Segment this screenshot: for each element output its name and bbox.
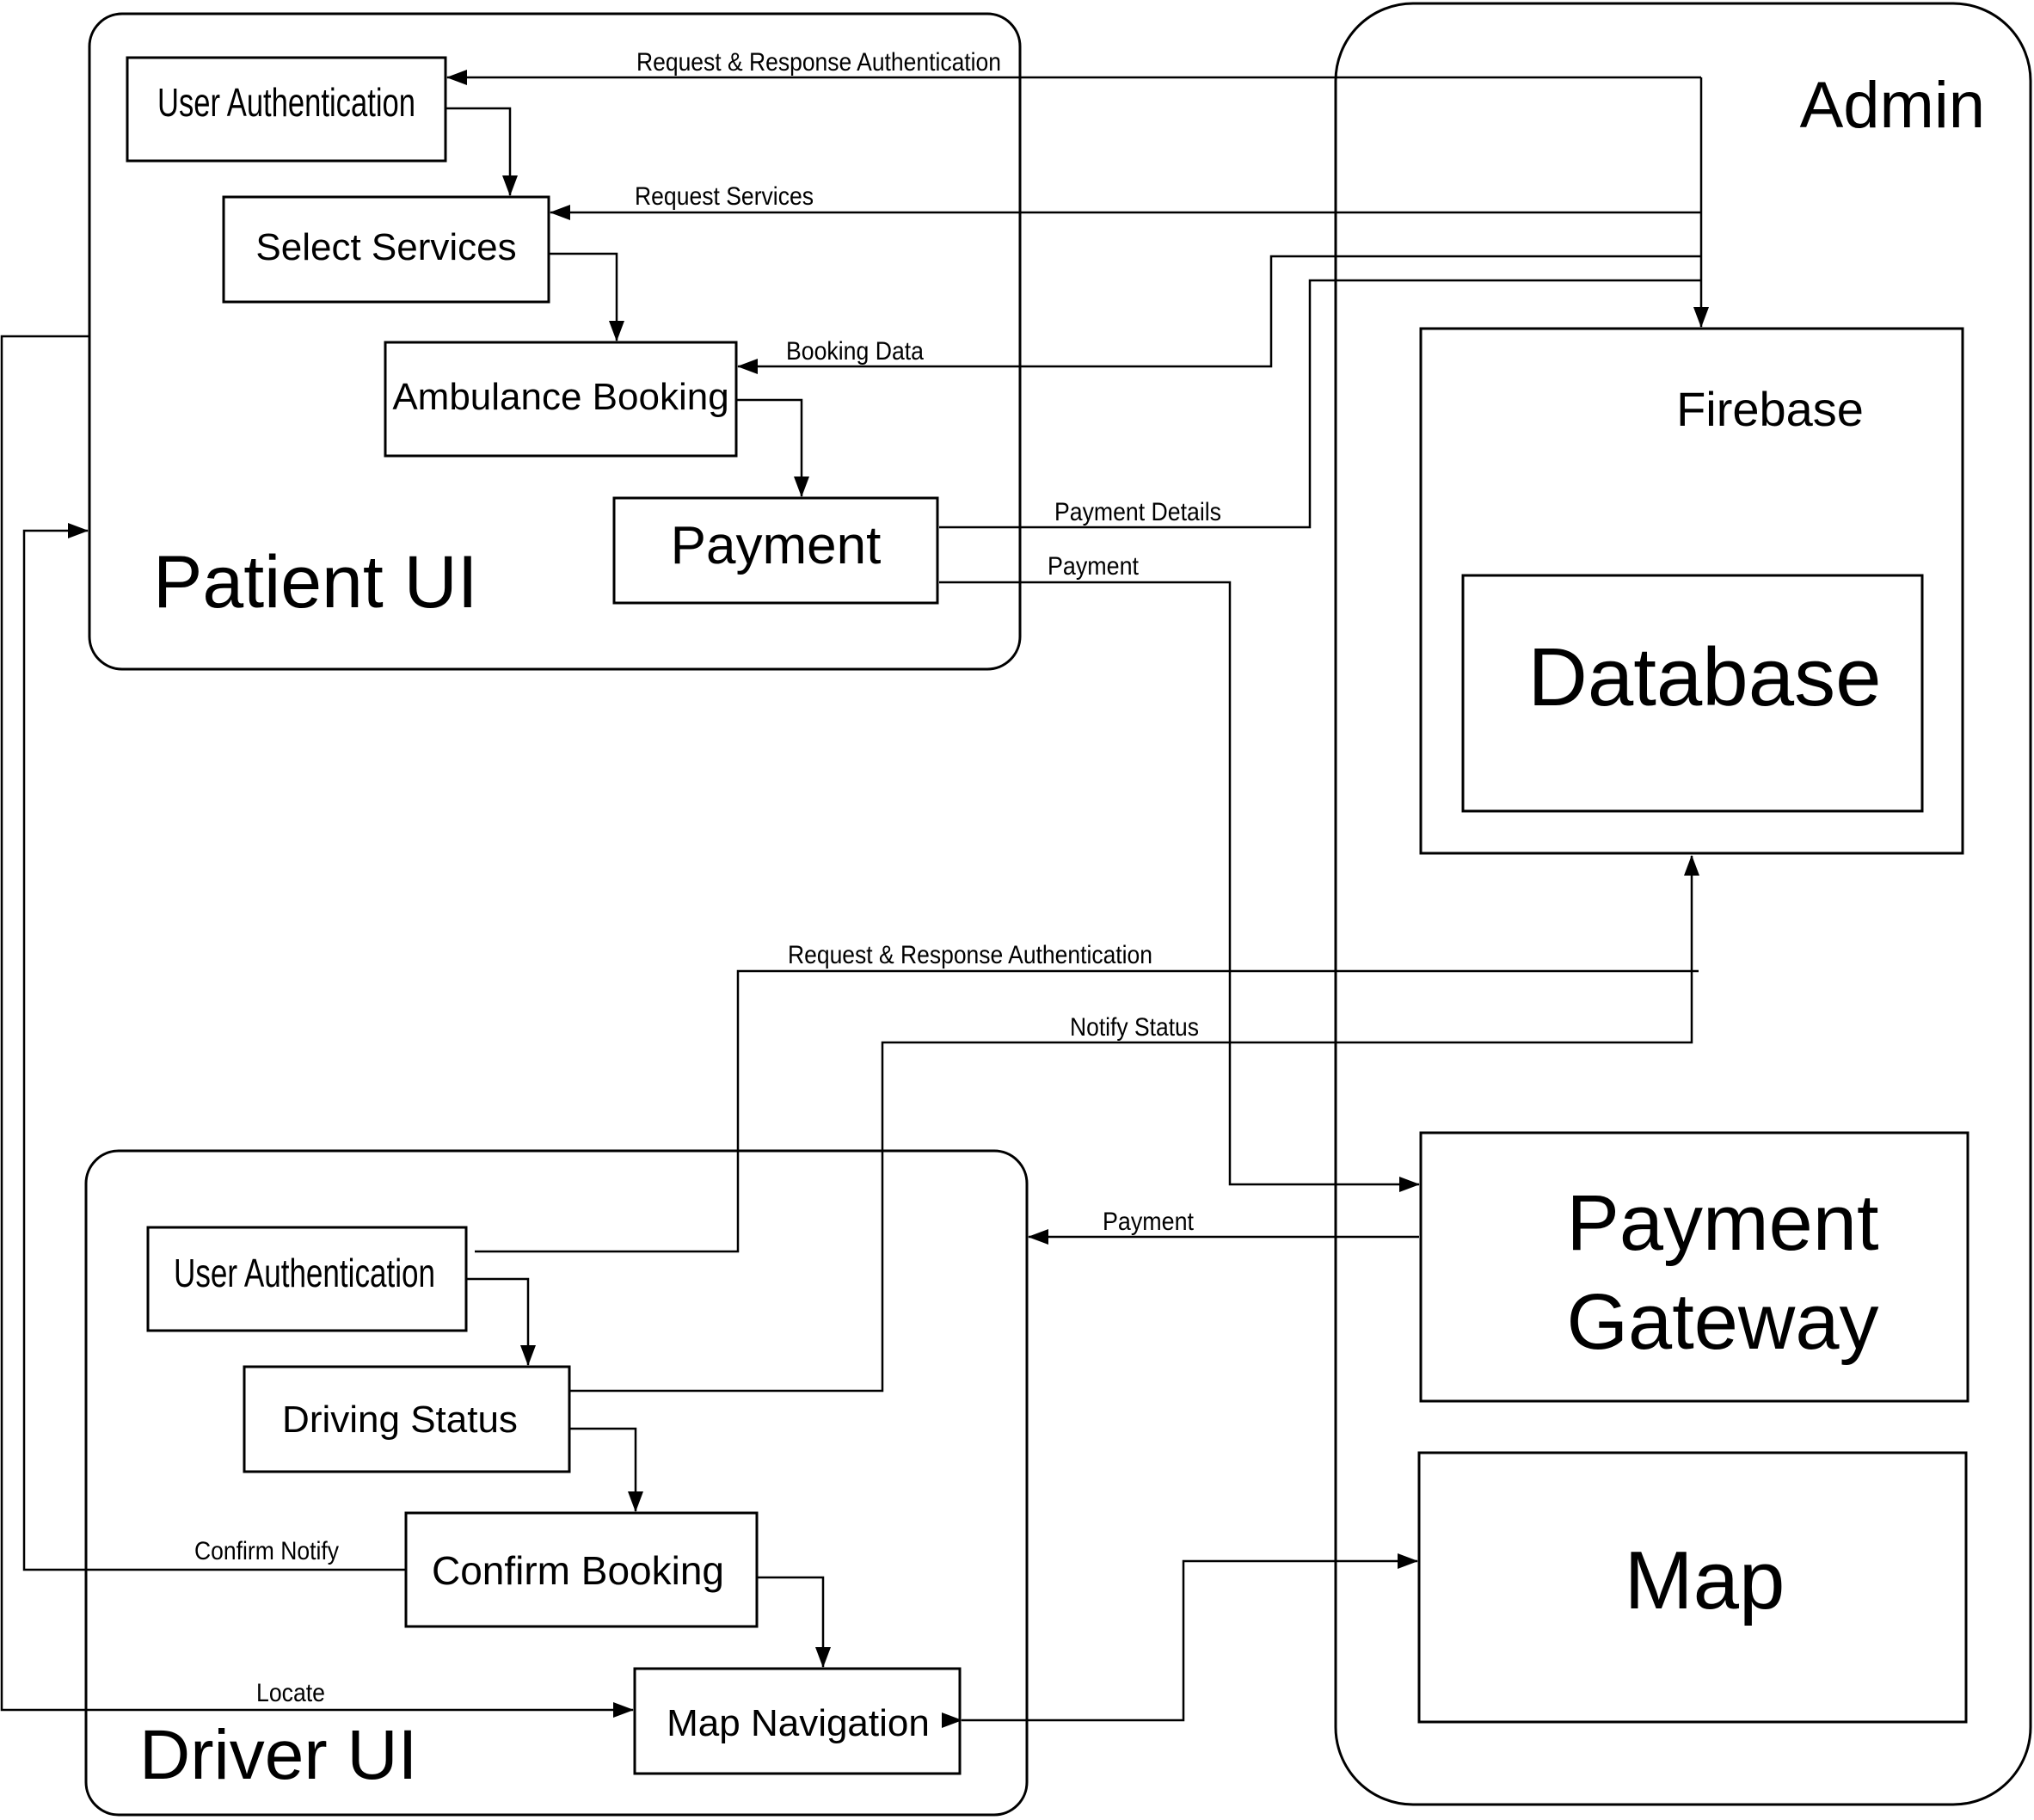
edge-confirm-notify-label: Confirm Notify <box>194 1537 339 1565</box>
edge-request-services-label: Request Services <box>635 182 814 211</box>
payment-gateway-box <box>1419 1131 1969 1403</box>
edge-patient-auth-label: Request & Response Authentication <box>636 48 1001 77</box>
driving-status-label: Driving Status <box>282 1399 518 1441</box>
edge-driver-auth-label: Request & Response Authentication <box>788 941 1152 969</box>
driver-ui-title: Driver UI <box>139 1716 417 1794</box>
edge-booking-data-label: Booking Data <box>786 337 924 366</box>
map-navigation-label: Map Navigation <box>667 1702 930 1744</box>
flow-confirm-booking-to-map-navigation <box>757 1576 831 1668</box>
patient-user-authentication-box <box>126 56 447 163</box>
flow-auth-to-select-services <box>446 107 518 196</box>
select-services-label: Select Services <box>255 226 516 268</box>
ambulance-booking-label: Ambulance Booking <box>392 376 728 418</box>
flow-booking-to-payment <box>736 398 809 497</box>
edge-gateway-payment-label: Payment <box>1103 1208 1195 1236</box>
flow-select-to-ambulance-booking <box>549 252 624 341</box>
edge-locate-line <box>0 335 634 1718</box>
payment-label: Payment <box>671 516 882 575</box>
flow-driver-auth-to-driving-status <box>466 1277 536 1366</box>
patient-ui-title: Patient UI <box>153 541 478 624</box>
payment-box <box>612 496 939 605</box>
edge-map-navigation-map-line <box>942 1553 1418 1728</box>
database-label: Database <box>1528 631 1882 723</box>
edge-payment-details-line <box>939 279 1701 529</box>
payment-gateway-label-line1: Payment <box>1566 1179 1878 1267</box>
driver-user-authentication-box <box>146 1226 468 1332</box>
edge-driver-auth-line <box>475 969 1699 1253</box>
select-services-box <box>222 195 550 304</box>
map-label: Map <box>1625 1534 1785 1626</box>
confirm-booking-label: Confirm Booking <box>432 1548 724 1593</box>
driver-ui-group <box>84 1149 1029 1817</box>
patient-ui-group <box>88 12 1022 671</box>
edge-payment-details-label: Payment Details <box>1054 498 1221 526</box>
edge-locate-label: Locate <box>256 1679 325 1707</box>
edge-confirm-notify-line <box>22 523 406 1571</box>
edge-payment-to-gateway-label: Payment <box>1048 552 1140 581</box>
edge-booking-data-line <box>737 255 1701 374</box>
map-navigation-box <box>633 1667 962 1775</box>
admin-title: Admin <box>1800 69 1985 142</box>
patient-user-authentication-label: User Authentication <box>157 80 415 125</box>
database-box <box>1461 574 1924 813</box>
driving-status-box <box>243 1365 571 1473</box>
firebase-label: Firebase <box>1676 382 1864 436</box>
edge-notify-status-label: Notify Status <box>1070 1013 1199 1042</box>
map-box <box>1417 1451 1968 1724</box>
admin-group <box>1334 2 2032 1806</box>
driver-user-authentication-label: User Authentication <box>174 1251 435 1295</box>
flow-driving-status-to-confirm-booking <box>569 1427 643 1512</box>
edge-payment-to-gateway-line <box>939 581 1420 1192</box>
ambulance-booking-box <box>384 341 738 458</box>
payment-gateway-label-line2: Gateway <box>1566 1278 1878 1366</box>
edge-notify-status-line <box>569 855 1699 1393</box>
